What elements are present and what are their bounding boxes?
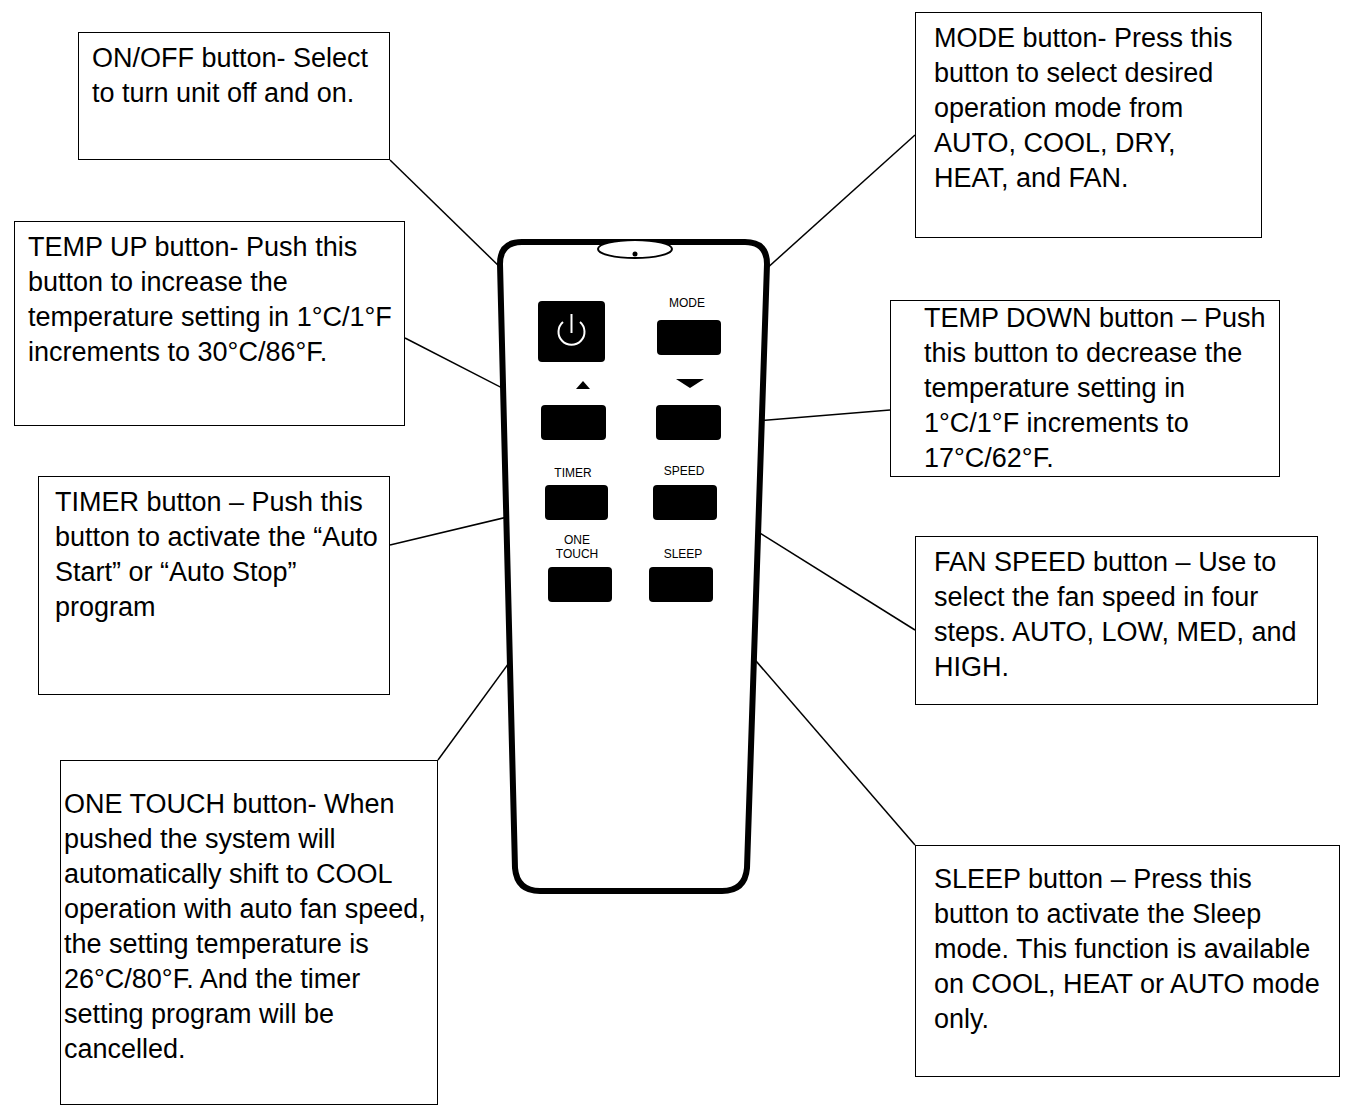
leader-line: [390, 160, 505, 272]
timer-button: [545, 485, 608, 520]
callout-box: SLEEP button – Press this button to acti…: [915, 845, 1340, 1077]
callout-box: FAN SPEED button – Use to select the fan…: [915, 536, 1318, 705]
callout-text: SLEEP button – Press this button to acti…: [934, 862, 1333, 1037]
callout-box: TIMER button – Push this button to activ…: [38, 476, 390, 695]
callout-text: TIMER button – Push this button to activ…: [55, 485, 383, 625]
up-arrow: [576, 381, 590, 389]
callout-box: ON/OFF button- Select to turn unit off a…: [78, 32, 390, 160]
ir-window: [598, 240, 672, 258]
leader-line: [745, 135, 915, 288]
callout-text: TEMP UP button- Push this button to incr…: [28, 230, 398, 370]
button-label: MODE: [657, 296, 717, 310]
power-symbol: [571, 314, 573, 333]
callout-text: MODE button- Press this button to select…: [934, 21, 1255, 196]
button-label: ONE TOUCH: [554, 533, 600, 561]
ir-dot: [633, 252, 638, 257]
power-button: [538, 301, 605, 362]
temp-up-button: [541, 405, 606, 440]
speed-button: [653, 485, 717, 520]
remote-body: [500, 242, 767, 891]
callout-text: FAN SPEED button – Use to select the fan…: [934, 545, 1311, 685]
callout-box: ONE TOUCH button- When pushed the system…: [60, 760, 438, 1105]
callout-text: TEMP DOWN button – Push this button to d…: [924, 301, 1273, 476]
one-touch-button: [548, 567, 612, 602]
down-arrow: [676, 379, 704, 388]
button-label: SPEED: [654, 464, 714, 478]
callout-text: ONE TOUCH button- When pushed the system…: [64, 787, 431, 1067]
callout-box: MODE button- Press this button to select…: [915, 12, 1262, 238]
callout-text: ON/OFF button- Select to turn unit off a…: [92, 41, 383, 111]
mode-button: [657, 320, 721, 355]
callout-box: TEMP DOWN button – Push this button to d…: [890, 300, 1280, 477]
sleep-button: [649, 567, 713, 602]
button-label: TIMER: [543, 466, 603, 480]
temp-down-button: [656, 405, 721, 440]
callout-box: TEMP UP button- Push this button to incr…: [14, 221, 405, 426]
button-label: SLEEP: [653, 547, 713, 561]
